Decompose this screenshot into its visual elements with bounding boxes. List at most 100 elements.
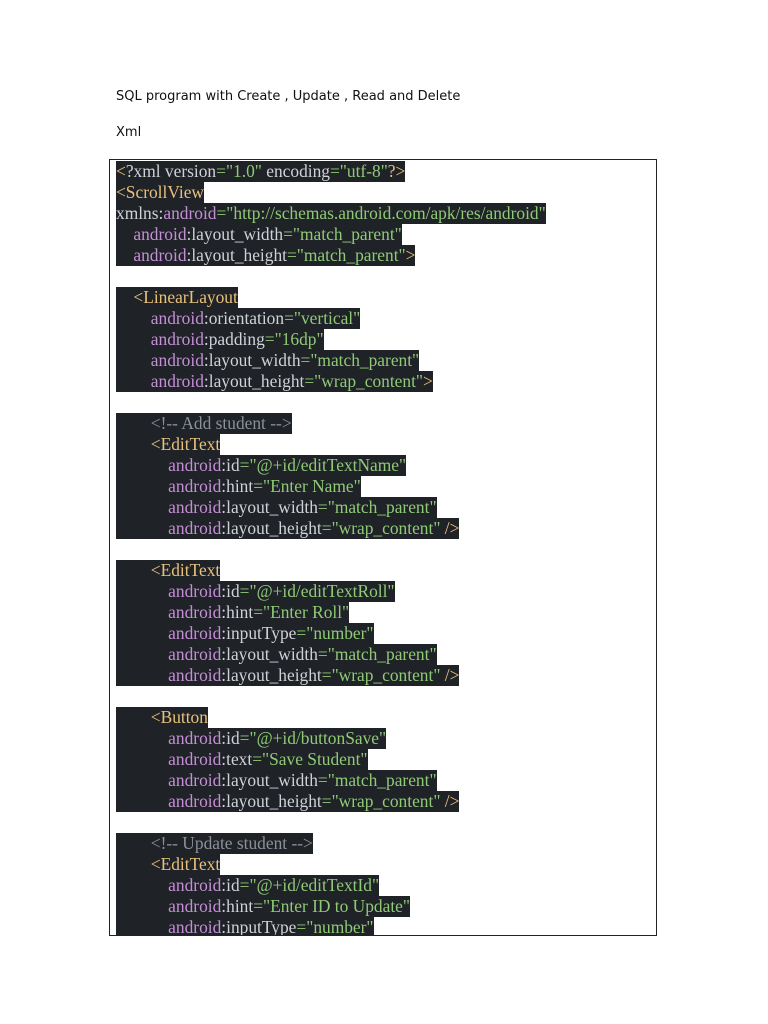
code-token: android	[168, 623, 222, 643]
code-line: android:hint="Enter ID to Update"	[116, 896, 546, 917]
code-token	[116, 497, 168, 517]
code-token: ?>	[387, 161, 406, 181]
code-line: <EditText	[116, 560, 546, 581]
code-line-highlight: android:padding="16dp"	[116, 329, 324, 350]
code-token	[116, 371, 151, 391]
code-line	[116, 392, 546, 413]
code-token: ="Enter ID to Update"	[253, 896, 410, 916]
code-token	[116, 434, 151, 454]
code-lines: <?xml version="1.0" encoding="utf-8"?><S…	[116, 161, 546, 935]
code-token: :layout_width	[221, 644, 318, 664]
code-line-highlight: <!-- Update student -->	[116, 833, 313, 854]
code-line: <ScrollView	[116, 182, 546, 203]
code-line: android:layout_height="wrap_content">	[116, 371, 546, 392]
code-token	[116, 896, 168, 916]
code-line: android:layout_height="wrap_content" />	[116, 791, 546, 812]
code-token: ="Enter Name"	[253, 476, 361, 496]
code-token: :hint	[221, 896, 254, 916]
code-token: android	[168, 770, 222, 790]
code-token: :layout_width	[203, 350, 301, 370]
code-line	[116, 266, 546, 287]
code-line-highlight: android:id="@+id/editTextRoll"	[116, 581, 395, 602]
code-line: android:layout_width="match_parent"	[116, 644, 546, 665]
code-token: :layout_height	[221, 518, 322, 538]
code-line: <LinearLayout	[116, 287, 546, 308]
code-token: ="wrap_content"	[321, 791, 441, 811]
code-token: android	[150, 308, 204, 328]
code-token: ?xml version	[125, 161, 217, 181]
code-token: :hint	[221, 602, 254, 622]
code-token: :id	[221, 581, 240, 601]
code-line: android:inputType="number"	[116, 623, 546, 644]
code-token	[116, 308, 151, 328]
code-line: android:orientation="vertical"	[116, 308, 546, 329]
code-token: ="number"	[296, 623, 374, 643]
code-token: :inputType	[221, 623, 297, 643]
code-line-highlight: android:layout_width="match_parent"	[116, 224, 402, 245]
code-line: android:layout_height="wrap_content" />	[116, 665, 546, 686]
code-token: <EditText	[150, 560, 221, 580]
code-token: encoding	[261, 161, 330, 181]
code-token: <EditText	[150, 434, 221, 454]
code-line-highlight: <ScrollView	[116, 182, 204, 203]
code-token: />	[440, 518, 460, 538]
code-token	[116, 560, 151, 580]
code-line: android:layout_width="match_parent"	[116, 770, 546, 791]
code-token: ="@+id/buttonSave"	[239, 728, 387, 748]
code-line: <EditText	[116, 434, 546, 455]
code-line: android:layout_height="match_parent">	[116, 245, 546, 266]
code-line: android:id="@+id/buttonSave"	[116, 728, 546, 749]
code-token: <Button	[150, 707, 208, 727]
code-token: >	[405, 245, 416, 265]
code-line: android:layout_width="match_parent"	[116, 350, 546, 371]
code-token: ="match_parent"	[317, 770, 437, 790]
section-heading: Xml	[116, 125, 142, 140]
code-line: android:padding="16dp"	[116, 329, 546, 350]
code-token: ="match_parent"	[283, 224, 402, 244]
code-token: :layout_height	[221, 665, 322, 685]
code-token: :text	[221, 749, 253, 769]
code-token: android	[168, 896, 222, 916]
code-token: ="match_parent"	[286, 245, 406, 265]
code-token: ="@+id/editTextRoll"	[239, 581, 395, 601]
code-line-highlight: <EditText	[116, 854, 221, 875]
code-line-highlight: android:layout_width="match_parent"	[116, 644, 437, 665]
code-line: <!-- Add student -->	[116, 413, 546, 434]
code-token: :layout_width	[186, 224, 284, 244]
code-line-highlight: android:orientation="vertical"	[116, 308, 361, 329]
code-token	[116, 329, 151, 349]
code-line	[116, 539, 546, 560]
code-token: android	[168, 455, 222, 475]
code-token: android	[133, 224, 187, 244]
code-token: :layout_width	[221, 497, 318, 517]
code-token: android	[168, 602, 222, 622]
code-line: <Button	[116, 707, 546, 728]
code-block: <?xml version="1.0" encoding="utf-8"?><S…	[109, 159, 657, 936]
code-line-highlight: android:id="@+id/editTextId"	[116, 875, 380, 896]
code-token	[116, 875, 168, 895]
code-token	[116, 707, 151, 727]
code-token	[116, 518, 168, 538]
code-line: <!-- Update student -->	[116, 833, 546, 854]
code-token	[116, 350, 151, 370]
code-token	[116, 287, 133, 307]
code-line: android:inputType="number"	[116, 917, 546, 935]
code-line-highlight: android:layout_height="wrap_content" />	[116, 665, 460, 686]
code-token: ="16dp"	[264, 329, 324, 349]
code-token: <LinearLayout	[133, 287, 238, 307]
code-token	[116, 224, 133, 244]
code-token: android	[133, 245, 187, 265]
code-token	[116, 833, 151, 853]
code-token: <	[116, 161, 126, 181]
code-token: android	[168, 749, 222, 769]
code-line-highlight: android:layout_height="wrap_content" />	[116, 791, 460, 812]
code-token: android	[168, 476, 222, 496]
code-token	[116, 854, 151, 874]
code-line: xmlns:android="http://schemas.android.co…	[116, 203, 546, 224]
code-token: ="match_parent"	[300, 350, 420, 370]
code-token: <EditText	[150, 854, 221, 874]
code-line-highlight: <EditText	[116, 560, 221, 581]
code-token: :orientation	[203, 308, 285, 328]
code-line-highlight: <EditText	[116, 434, 221, 455]
code-line: <EditText	[116, 854, 546, 875]
